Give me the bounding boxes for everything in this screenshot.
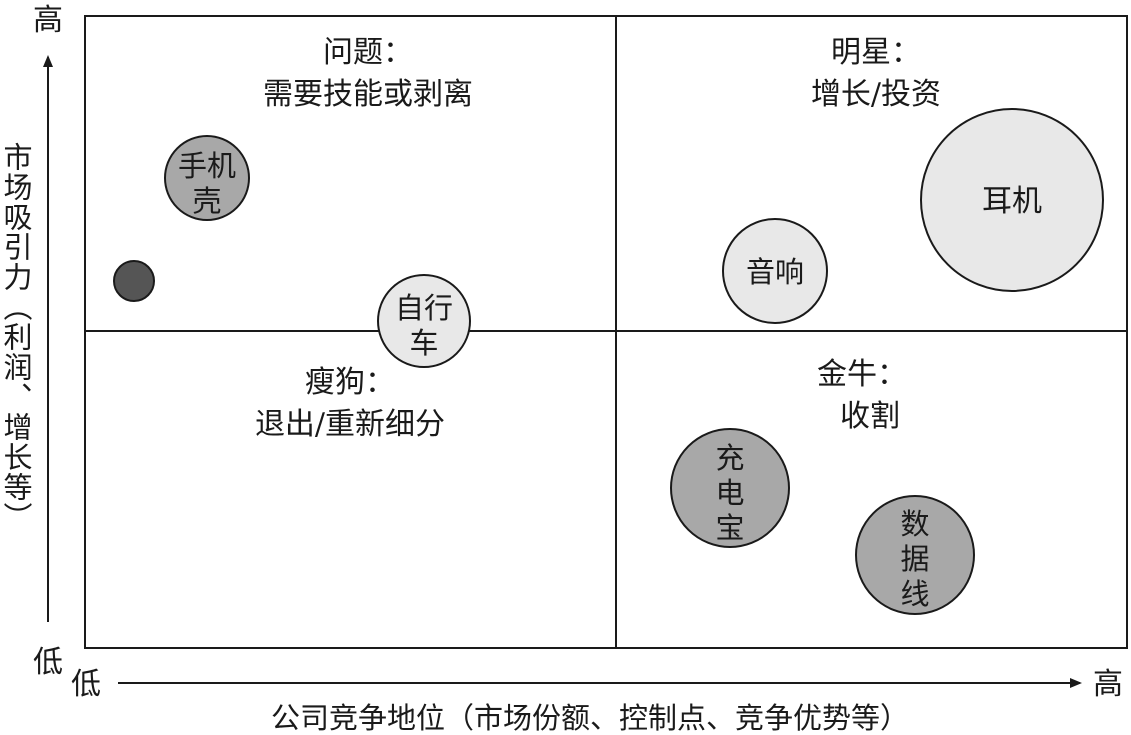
y-axis-title: 市场吸引力（利润、增长等） <box>0 142 33 532</box>
bubble-small-dot-circle <box>113 260 155 302</box>
bubble-phone-case-circle <box>164 135 250 221</box>
bubble-power-bank-label-line2: 电 <box>715 476 744 510</box>
x-axis-high-label: 高 <box>1093 667 1123 702</box>
bubble-bicycle: 自行 车 <box>377 274 471 368</box>
quadrant-cow-title: 金牛： <box>817 357 907 392</box>
quadrant-dog-title: 瘦狗： <box>305 365 395 400</box>
quadrant-question-subtitle: 需要技能或剥离 <box>263 77 473 112</box>
x-axis-title: 公司竞争地位（市场份额、控制点、竞争优势等） <box>271 701 909 735</box>
bubble-earphones-label: 耳机 <box>982 184 1042 219</box>
bubble-data-cable-circle <box>855 495 975 615</box>
bubble-speaker-circle <box>722 218 828 324</box>
bubble-power-bank-label-line1: 充 <box>715 441 744 475</box>
bubble-data-cable-label-line1: 数 <box>900 507 929 541</box>
quadrant-star-title: 明星： <box>831 35 921 70</box>
quadrant-question-title: 问题： <box>323 35 413 70</box>
bubble-bicycle-label-line2: 车 <box>409 326 438 360</box>
bubble-power-bank-label-line3: 宝 <box>715 511 744 545</box>
quadrant-star-subtitle: 增长/投资 <box>811 77 941 112</box>
bubble-bicycle-label-line1: 自行 <box>395 291 453 325</box>
x-axis-low-label: 低 <box>71 667 101 702</box>
quadrant-cow-subtitle: 收割 <box>840 399 900 434</box>
bubble-speaker-label: 音响 <box>746 255 804 289</box>
bubble-small-dot <box>113 260 155 302</box>
bubble-data-cable-label-line2: 据 <box>900 542 929 576</box>
bubble-phone-case-label-line1: 手机 <box>178 149 236 183</box>
bubble-speaker: 音响 <box>722 218 828 324</box>
bubble-bicycle-circle <box>377 274 471 368</box>
y-axis-low-label: 低 <box>33 645 63 680</box>
bubble-phone-case-label-line2: 壳 <box>192 184 221 218</box>
bubble-data-cable: 数 据 线 <box>855 495 975 615</box>
bubble-data-cable-label-line3: 线 <box>900 577 929 611</box>
bubble-power-bank: 充 电 宝 <box>670 428 790 548</box>
quadrant-dog-subtitle: 退出/重新细分 <box>255 407 445 442</box>
bubble-phone-case: 手机 壳 <box>164 135 250 221</box>
bubble-earphones-circle <box>920 108 1104 292</box>
bubble-power-bank-circle <box>670 428 790 548</box>
bubble-earphones: 耳机 <box>920 108 1104 292</box>
y-axis-high-label: 高 <box>33 3 63 38</box>
